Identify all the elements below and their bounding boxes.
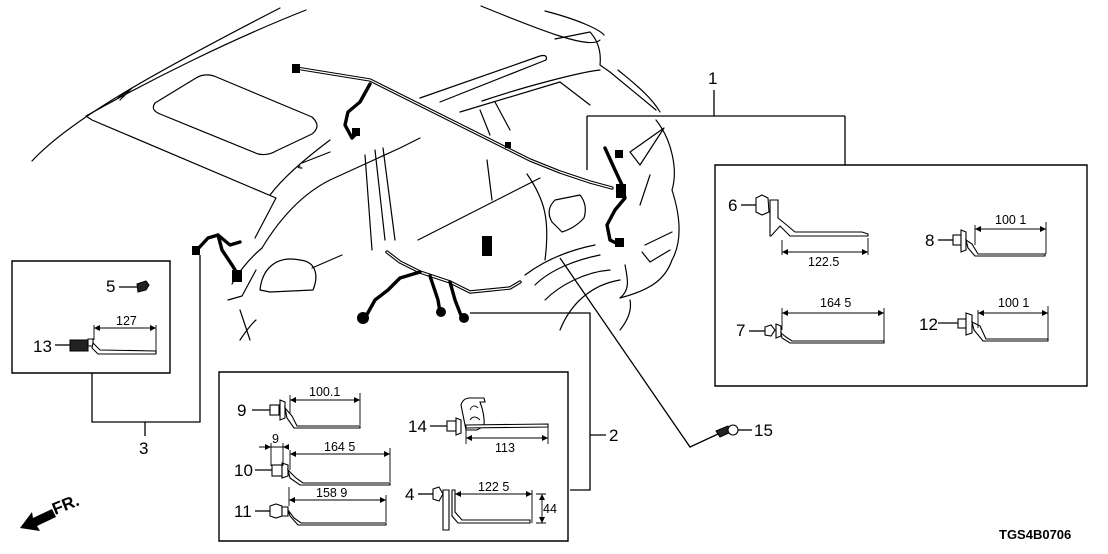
sunroof-outline bbox=[152, 74, 318, 156]
part-14[interactable]: 14 113 bbox=[408, 397, 549, 455]
part-11[interactable]: 11 158 9 bbox=[234, 486, 387, 526]
front-label: FR. bbox=[49, 491, 82, 519]
dimension-14: 113 bbox=[495, 441, 515, 455]
callout-11[interactable]: 11 bbox=[234, 502, 252, 521]
part-15[interactable]: 15 bbox=[559, 257, 773, 448]
callout-12[interactable]: 12 bbox=[919, 315, 938, 334]
callout-6[interactable]: 6 bbox=[728, 196, 737, 215]
dimension-7: 164 5 bbox=[820, 296, 851, 310]
front-arrow-icon bbox=[20, 509, 56, 531]
part-13[interactable]: 13 127 bbox=[33, 314, 157, 356]
callout-3[interactable]: 3 bbox=[139, 439, 148, 458]
callout-7[interactable]: 7 bbox=[736, 321, 745, 340]
dimension-12: 100 1 bbox=[998, 296, 1029, 310]
group-3: 3 bbox=[11, 255, 201, 458]
group-3-detail-box bbox=[11, 260, 171, 374]
wire-harness-roof bbox=[292, 64, 627, 247]
callout-2[interactable]: 2 bbox=[609, 426, 618, 445]
group-2: 2 bbox=[218, 312, 618, 542]
group-2-detail-box bbox=[218, 371, 569, 542]
vehicle-body-outline bbox=[31, 5, 680, 341]
dimension-4: 122 5 bbox=[478, 480, 509, 494]
wire-harness-floor bbox=[357, 236, 522, 324]
callout-5[interactable]: 5 bbox=[106, 277, 115, 296]
part-10[interactable]: 10 9 164 5 bbox=[234, 432, 391, 486]
callout-8[interactable]: 8 bbox=[925, 231, 934, 250]
dimension-13: 127 bbox=[116, 314, 137, 328]
front-direction-indicator: FR. bbox=[20, 491, 82, 531]
group-1-detail-box bbox=[714, 164, 1088, 387]
dimension-11: 158 9 bbox=[316, 486, 347, 500]
dimension-10-width: 9 bbox=[272, 432, 279, 446]
dimension-6: 122.5 bbox=[808, 255, 839, 269]
callout-1[interactable]: 1 bbox=[708, 69, 717, 88]
dimension-10: 164 5 bbox=[324, 440, 355, 454]
callout-10[interactable]: 10 bbox=[234, 461, 253, 480]
part-5[interactable]: 5 bbox=[106, 277, 150, 296]
callout-15[interactable]: 15 bbox=[754, 421, 773, 440]
callout-14[interactable]: 14 bbox=[408, 417, 427, 436]
group-1: 1 bbox=[586, 69, 1088, 387]
side-mirror-outline bbox=[259, 258, 317, 293]
callout-9[interactable]: 9 bbox=[237, 401, 246, 420]
callout-13[interactable]: 13 bbox=[33, 337, 52, 356]
dimension-4-height: 44 bbox=[543, 502, 557, 516]
wire-harness-dash bbox=[192, 233, 242, 282]
dimension-9: 100.1 bbox=[309, 385, 340, 399]
diagram-code: TGS4B0706 bbox=[999, 527, 1071, 542]
callout-4[interactable]: 4 bbox=[405, 485, 414, 504]
part-9[interactable]: 9 100.1 bbox=[237, 385, 361, 429]
part-7[interactable]: 7 164 5 bbox=[736, 296, 885, 344]
dimension-8: 100 1 bbox=[995, 213, 1026, 227]
part-4[interactable]: 4 122 5 44 bbox=[405, 480, 557, 531]
part-12[interactable]: 12 100 1 bbox=[919, 296, 1049, 342]
part-6[interactable]: 6 122.5 bbox=[728, 194, 869, 269]
part-8[interactable]: 8 100 1 bbox=[925, 213, 1047, 257]
